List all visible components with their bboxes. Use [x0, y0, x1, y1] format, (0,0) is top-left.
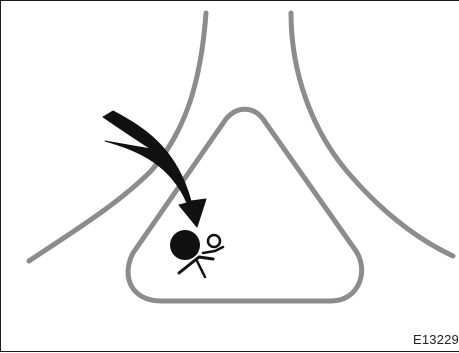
airbag-person-icon — [170, 230, 223, 277]
steering-rim-left — [29, 13, 206, 261]
steering-rim-right — [291, 13, 453, 256]
figure-code-label: E13229 — [413, 332, 459, 347]
